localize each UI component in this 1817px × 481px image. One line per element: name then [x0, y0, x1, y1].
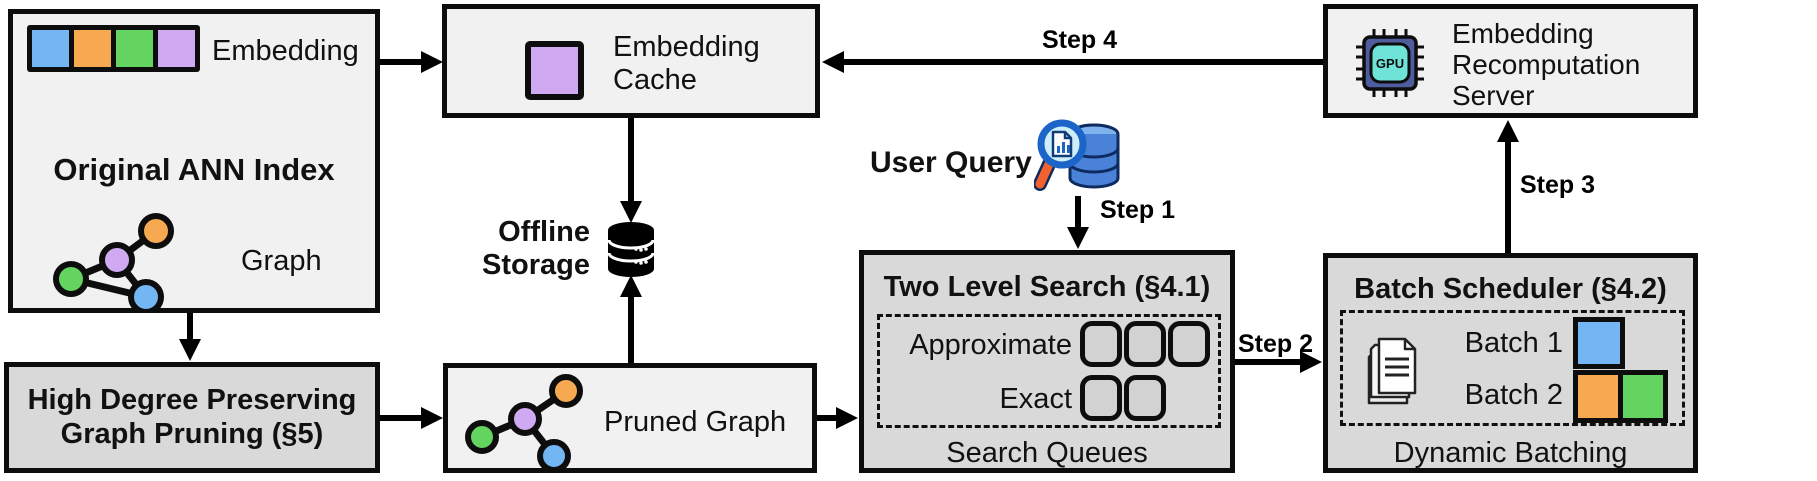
arrowhead — [179, 339, 201, 361]
arrowhead — [620, 201, 642, 223]
original-ann-index-title: Original ANN Index — [53, 152, 335, 187]
approximate-queue-slots — [1080, 321, 1210, 367]
embedding-cell-green — [116, 30, 153, 67]
dynamic-batching-label: Dynamic Batching — [1393, 437, 1628, 469]
arrowhead — [421, 51, 443, 73]
embedding-cache-box: Embedding Cache — [442, 4, 820, 118]
original-ann-index-box: Embedding Original ANN Index Graph — [8, 9, 380, 313]
offline-storage-icon — [607, 222, 655, 277]
queue-slot — [1080, 321, 1122, 367]
high-degree-pruning-box: High Degree Preserving Graph Pruning (§5… — [4, 362, 380, 473]
pruned-graph-label: Pruned Graph — [604, 406, 787, 438]
queue-slot — [1080, 375, 1122, 421]
user-query-icon — [1034, 119, 1120, 191]
batch2-cell-orange — [1578, 375, 1618, 418]
batch1-label: Batch 1 — [1464, 327, 1563, 359]
arrowhead — [620, 275, 642, 297]
embedding-cell-purple — [158, 30, 195, 67]
queue-slot — [1124, 321, 1166, 367]
pruned-graph-box: Pruned Graph — [443, 363, 817, 473]
arrowhead — [836, 407, 858, 429]
arrowhead — [1497, 120, 1519, 142]
approximate-label: Approximate — [909, 329, 1072, 361]
documents-icon — [1367, 337, 1417, 405]
arrowhead — [1300, 351, 1322, 373]
batch1-cell-blue — [1578, 322, 1620, 364]
embedding-label: Embedding — [212, 35, 359, 67]
batch2-cell-green — [1623, 375, 1663, 418]
batch1-squares — [1573, 317, 1625, 369]
step4-label: Step 4 — [1042, 26, 1118, 54]
user-query-label: User Query — [870, 146, 1032, 179]
step3-label: Step 3 — [1520, 171, 1596, 199]
high-degree-pruning-label: High Degree Preserving Graph Pruning (§5… — [27, 384, 357, 450]
graph-label: Graph — [241, 245, 322, 277]
exact-label: Exact — [999, 383, 1072, 415]
search-queues-panel: Approximate Exact — [877, 314, 1221, 428]
queue-slot — [1168, 321, 1210, 367]
embedding-cell-blue — [32, 30, 69, 67]
arrowhead — [421, 407, 443, 429]
gpu-icon-text: GPU — [1376, 56, 1404, 71]
two-level-search-title: Two Level Search (§4.1) — [883, 271, 1211, 303]
step2-label: Step 2 — [1238, 330, 1314, 358]
embedding-vector-icon — [27, 25, 200, 72]
recomputation-server-label: Embedding Recomputation Server — [1452, 18, 1641, 111]
pruned-graph-icon — [465, 374, 583, 468]
embedding-cache-label: Embedding Cache — [613, 31, 760, 97]
search-queues-label: Search Queues — [946, 437, 1148, 469]
batch-scheduler-title: Batch Scheduler (§4.2) — [1354, 273, 1667, 305]
dynamic-batching-panel: Batch 1 Batch 2 — [1340, 310, 1685, 426]
offline-storage-label: Offline Storage — [482, 216, 590, 282]
arrowhead — [1067, 227, 1089, 249]
graph-icon — [53, 213, 174, 311]
queue-slot — [1124, 375, 1166, 421]
batch2-label: Batch 2 — [1464, 379, 1563, 411]
exact-queue-slots — [1080, 375, 1166, 421]
step1-label: Step 1 — [1100, 196, 1176, 224]
batch-scheduler-box: Batch Scheduler (§4.2) Batch 1 Batch 2 D — [1323, 253, 1698, 473]
gpu-icon: GPU — [1356, 29, 1424, 97]
embedding-cell-orange — [74, 30, 111, 67]
batch2-squares — [1573, 370, 1668, 423]
cached-embedding-icon — [525, 41, 584, 100]
recomputation-server-box: GPU Embedding Recomputation Server — [1323, 4, 1698, 118]
two-level-search-box: Two Level Search (§4.1) Approximate Exac… — [859, 250, 1235, 473]
arrowhead — [822, 51, 844, 73]
